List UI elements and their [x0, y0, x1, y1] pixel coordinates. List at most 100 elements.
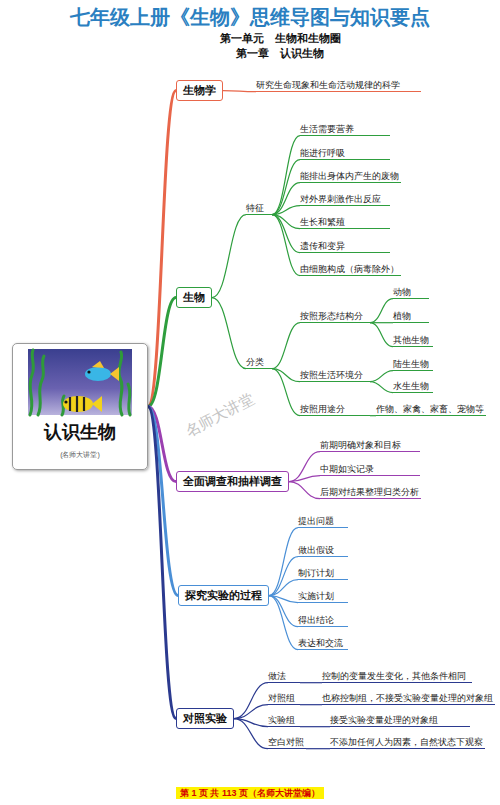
leaf-item: 接受实验变量处理的对象组 — [330, 715, 470, 727]
branch-connector — [234, 705, 268, 719]
node-text: 生活需要营养 — [300, 124, 354, 134]
central-title: 认识生物 — [44, 420, 116, 444]
branch-connector — [370, 299, 393, 323]
node-text: 对照实验 — [183, 712, 227, 724]
node-text: 生物 — [183, 291, 205, 303]
node-text: 作物、家禽、家畜、宠物等 — [376, 404, 484, 414]
node-text: 按照用途分 — [300, 404, 345, 414]
leaf-item: 前期明确对象和目标 — [320, 440, 420, 452]
node-text: 按照形态结构分 — [300, 311, 363, 321]
branch-box: 全面调查和抽样调查 — [176, 471, 289, 492]
node-text: 生长和繁殖 — [300, 217, 345, 227]
node-text: 动物 — [393, 287, 411, 297]
leaf-item: 提出问题 — [298, 516, 348, 528]
branch-connector — [306, 748, 330, 749]
node-text: 实施计划 — [298, 591, 334, 601]
node-text: 能排出身体内产生的废物 — [300, 171, 399, 181]
branch-box: 生物 — [176, 287, 212, 308]
unit-heading: 第一单元 生物和生物圈 — [0, 31, 500, 46]
leaf-item: 能进行呼吸 — [300, 148, 390, 160]
leaf-item: 动物 — [393, 287, 429, 299]
branch-connector — [289, 482, 320, 499]
leaf-item: 水生生物 — [393, 381, 433, 393]
branch-connector — [269, 596, 298, 650]
branch-connector — [370, 382, 393, 393]
node-text: 后期对结果整理归类分析 — [320, 487, 419, 497]
node-text: 实验组 — [268, 715, 295, 725]
branch-connector — [148, 407, 176, 719]
branch-connector — [223, 91, 256, 92]
leaf-item: 分类 — [246, 357, 272, 369]
branch-connector — [300, 704, 322, 705]
leaf-item: 对照组 — [268, 693, 300, 705]
node-text: 前期明确对象和目标 — [320, 440, 401, 450]
node-text: 中期如实记录 — [320, 464, 374, 474]
node-text: 研究生命现象和生命活动规律的科学 — [256, 80, 400, 90]
node-text: 按照生活环境分 — [300, 370, 363, 380]
leaf-item: 陆生生物 — [393, 359, 433, 371]
branch-connector — [272, 136, 300, 215]
branch-box: 对照实验 — [176, 708, 234, 729]
branch-connector — [234, 683, 268, 719]
blue-fish — [85, 361, 119, 381]
leaf-item: 由细胞构成（病毒除外） — [300, 264, 401, 276]
leaf-item: 不添加任何人为因素，自然状态下观察 — [330, 737, 485, 749]
node-text: 水生生物 — [393, 381, 429, 391]
leaf-item: 能排出身体内产生的废物 — [300, 171, 401, 183]
node-text: 控制的变量发生变化，其他条件相同 — [322, 671, 466, 681]
node-text: 不添加任何人为因素，自然状态下观察 — [330, 737, 483, 747]
node-text: 对照组 — [268, 693, 295, 703]
node-text: 植物 — [393, 311, 411, 321]
leaf-item: 控制的变量发生变化，其他条件相同 — [322, 671, 472, 683]
leaf-item: 生活需要营养 — [300, 124, 390, 136]
node-text: 做出假设 — [298, 545, 334, 555]
branch-connector — [272, 215, 300, 276]
branch-connector — [272, 369, 300, 416]
node-text: 做法 — [268, 671, 286, 681]
leaf-item: 按照形态结构分 — [300, 311, 370, 323]
branch-connector — [289, 476, 320, 482]
node-text: 全面调查和抽样调查 — [183, 475, 282, 487]
branch-connector — [269, 580, 298, 596]
branch-box: 探究实验的过程 — [178, 585, 269, 606]
sea-background — [28, 349, 132, 415]
leaf-item: 实验组 — [268, 715, 300, 727]
leaf-item: 制订计划 — [298, 568, 348, 580]
leaf-item: 中期如实记录 — [320, 464, 420, 476]
leaf-item: 得出结论 — [298, 615, 348, 627]
node-text: 特征 — [246, 203, 264, 213]
leaf-item: 特征 — [246, 203, 272, 215]
central-subtitle: (名师大讲堂) — [60, 450, 100, 460]
node-text: 制订计划 — [298, 568, 334, 578]
leaf-item: 其他生物 — [393, 335, 433, 347]
branch-connector — [300, 726, 330, 727]
central-topic: 认识生物 (名师大讲堂) — [12, 343, 148, 470]
node-text: 也称控制组，不接受实验变量处理的对象组 — [322, 693, 493, 703]
node-text: 能进行呼吸 — [300, 148, 345, 158]
branch-connector — [300, 682, 322, 683]
branch-connector — [269, 557, 298, 596]
leaf-item: 实施计划 — [298, 591, 348, 603]
leaf-item: 植物 — [393, 311, 429, 323]
branch-connector — [212, 215, 246, 298]
chapter-heading: 第一章 认识生物 — [0, 46, 500, 61]
leaf-item: 作物、家禽、家畜、宠物等 — [376, 404, 486, 416]
node-text: 生物学 — [183, 84, 216, 96]
leaf-item: 做法 — [268, 671, 300, 683]
branch-connector — [272, 160, 300, 215]
branch-connector — [234, 719, 268, 749]
leaf-item: 也称控制组，不接受实验变量处理的对象组 — [322, 693, 495, 705]
node-text: 得出结论 — [298, 615, 334, 625]
leaf-item: 遗传和变异 — [300, 241, 390, 253]
leaf-item: 按照生活环境分 — [300, 370, 370, 382]
footer-text: 第 1 页 共 113 页（名师大讲堂编） — [176, 787, 324, 799]
branch-connector — [148, 91, 176, 407]
branch-connector — [269, 528, 298, 596]
branch-connector — [272, 323, 300, 369]
page-title: 七年级上册《生物》思维导图与知识要点 — [0, 4, 500, 31]
leaf-item: 按照用途分 — [300, 404, 370, 416]
node-text: 探究实验的过程 — [185, 589, 262, 601]
node-text: 表达和交流 — [298, 638, 343, 648]
node-text: 遗传和变异 — [300, 241, 345, 251]
branch-connector — [370, 323, 393, 347]
